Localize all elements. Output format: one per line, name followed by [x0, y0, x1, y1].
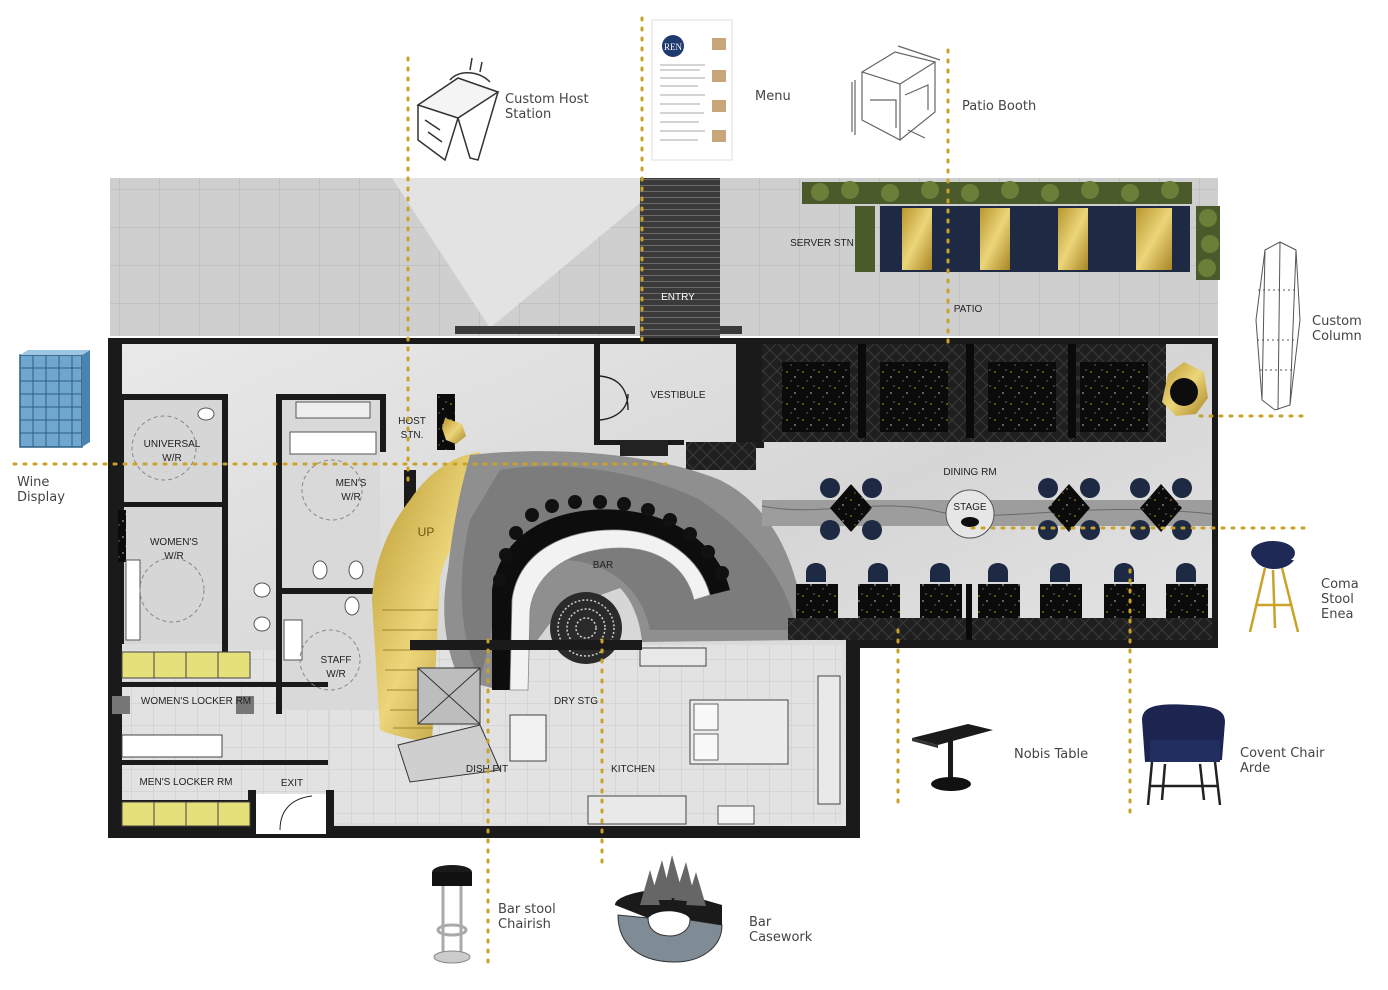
callout-covent-chair: Covent Chair Arde [1240, 746, 1325, 776]
label-dining-rm: DINING RM [943, 467, 996, 478]
label-universal-wr-1: UNIVERSAL [144, 439, 201, 450]
bar-casework-icon [615, 855, 723, 963]
plan-exterior [110, 178, 1220, 338]
callout-custom-column: Custom Column [1312, 314, 1362, 344]
callout-patio-booth: Patio Booth [962, 99, 1037, 114]
callout-coma-stool: Coma Stool Enea [1321, 577, 1359, 622]
menu-logo: REN [664, 42, 683, 52]
label-dry-stg: DRY STG [554, 696, 598, 707]
label-up: UP [418, 525, 435, 539]
label-patio: PATIO [954, 304, 983, 315]
label-entry: ENTRY [661, 292, 695, 303]
menu-card: REN [651, 19, 733, 161]
label-server-stn: SERVER STN [790, 238, 854, 249]
callout-nobis-table: Nobis Table [1014, 747, 1089, 762]
label-womens-locker: WOMEN'S LOCKER RM [141, 696, 251, 707]
bar-stool-icon [432, 865, 472, 964]
callout-bar-stool: Bar stool Chairish [498, 902, 556, 932]
callout-menu: Menu [755, 89, 791, 104]
label-universal-wr-2: W/R [162, 453, 181, 464]
bar-area [372, 451, 806, 742]
kitchen-fixtures [397, 640, 841, 825]
wine-display-icon [19, 350, 90, 448]
label-mens-wr-2: W/R [341, 492, 360, 503]
custom-column-icon [1255, 241, 1301, 411]
label-womens-wr-1: WOMEN'S [150, 537, 198, 548]
label-mens-wr-1: MEN'S [336, 478, 367, 489]
coma-stool-icon [1248, 541, 1300, 633]
covent-chair-icon [1142, 704, 1225, 806]
label-stage: STAGE [953, 502, 986, 513]
dining-booths-top [762, 344, 1166, 442]
label-vestibule: VESTIBULE [650, 390, 705, 401]
plan-interior [108, 338, 1218, 838]
dining-tables [820, 478, 1192, 540]
patio-booths [880, 206, 1190, 272]
callout-leaders [12, 16, 1312, 972]
label-womens-wr-2: W/R [164, 551, 183, 562]
label-bar: BAR [593, 560, 614, 571]
label-staff-wr-2: W/R [326, 669, 345, 680]
patio-planters [802, 181, 1220, 280]
label-staff-wr-1: STAFF [321, 655, 352, 666]
callout-wine-display: Wine Display [17, 475, 65, 505]
label-exit: EXIT [281, 778, 303, 789]
label-host-stn-2: STN. [401, 430, 424, 441]
restroom-fixtures [125, 401, 377, 691]
host-station-icon [416, 57, 500, 162]
patio-booth-icon [851, 45, 941, 141]
nobis-table-icon [912, 724, 993, 791]
label-host-stn-1: HOST [398, 416, 426, 427]
dining-booths-bottom [788, 563, 1212, 640]
callout-host-station: Custom Host Station [505, 92, 589, 122]
label-mens-locker: MEN'S LOCKER RM [139, 777, 232, 788]
label-kitchen: KITCHEN [611, 764, 655, 775]
lockers [112, 651, 254, 827]
room-labels: SERVER STN PATIO ENTRY VESTIBULE HOST ST… [139, 238, 996, 789]
callout-bar-casework: Bar Casework [749, 915, 813, 945]
